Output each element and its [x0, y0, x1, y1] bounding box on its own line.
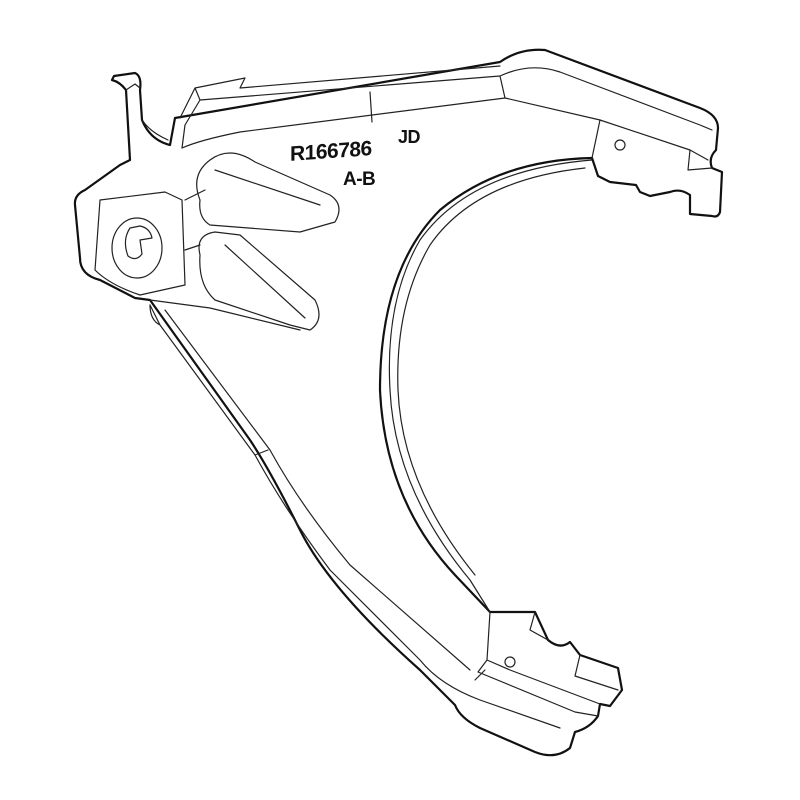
lower-rib — [198, 231, 320, 331]
lower-leg-seam — [254, 449, 486, 681]
fork-outer-contour — [73, 48, 724, 757]
hub-bore — [111, 217, 163, 279]
hub-face — [94, 191, 186, 296]
inner-bore-chamfer — [397, 167, 586, 576]
top-arm-ridge — [179, 65, 713, 161]
lower-leg-ridge — [149, 304, 561, 729]
keyhole-icon — [124, 225, 153, 260]
revision-mark-label: A-B — [343, 169, 376, 190]
bottom-pad — [477, 611, 619, 717]
web-edge — [149, 189, 301, 331]
inner-bore-arc — [388, 159, 593, 613]
top-pin-hole — [614, 139, 626, 151]
left-post — [125, 83, 169, 141]
vertical-seam — [369, 91, 373, 123]
bottom-pin-hole — [504, 656, 516, 668]
manufacturer-mark-label: JD — [398, 127, 421, 147]
upper-rib — [196, 152, 340, 233]
top-arm-edge — [181, 97, 713, 171]
